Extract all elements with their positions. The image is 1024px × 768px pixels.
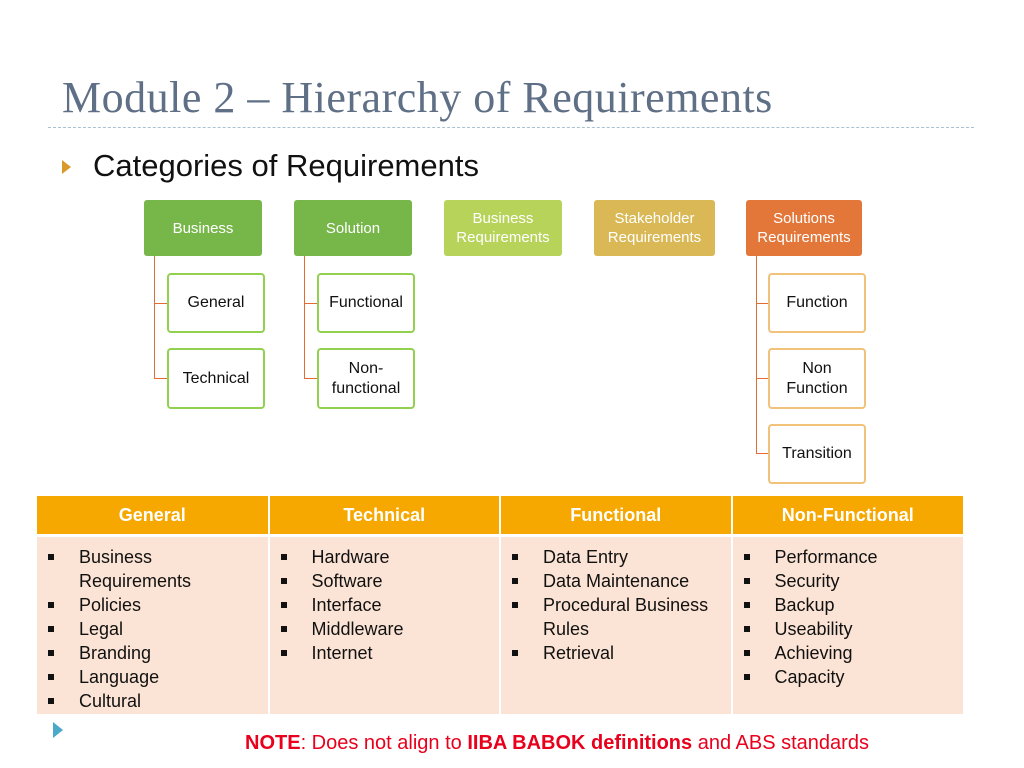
table-header-row: General Technical Functional Non-Functio…: [37, 496, 963, 537]
connector: [304, 378, 317, 379]
connector: [756, 256, 757, 454]
connector: [304, 303, 317, 304]
list-item: Hardware: [270, 545, 500, 569]
requirements-table: General Technical Functional Non-Functio…: [37, 496, 963, 714]
slide-title: Module 2 – Hierarchy of Requirements: [62, 73, 773, 122]
connector: [154, 256, 155, 379]
child-functional: Functional: [317, 273, 415, 333]
list-item: Business Requirements: [37, 545, 268, 593]
connector: [154, 303, 167, 304]
head-solutions-requirements: Solutions Requirements: [746, 200, 862, 256]
list-item: Internet: [270, 641, 500, 665]
bullet-arrow-icon: [62, 160, 71, 174]
list-item: Retrieval: [501, 641, 731, 665]
list-item: Data Maintenance: [501, 569, 731, 593]
column-functional: Data Entry Data Maintenance Procedural B…: [500, 535, 733, 714]
list-item: Middleware: [270, 617, 500, 641]
connector: [756, 378, 768, 379]
list-item: Language: [37, 665, 268, 689]
list-item: Cultural: [37, 689, 268, 713]
column-technical: Hardware Software Interface Middleware I…: [268, 535, 501, 714]
list-item: Legal: [37, 617, 268, 641]
bullet-text: Categories of Requirements: [93, 148, 479, 183]
head-business-requirements: Business Requirements: [444, 200, 562, 256]
table-row: Business Requirements Policies Legal Bra…: [37, 535, 964, 714]
header-technical: Technical: [268, 496, 501, 537]
header-functional: Functional: [500, 496, 733, 537]
note-label: NOTE: [245, 732, 301, 754]
general-list: Business Requirements Policies Legal Bra…: [37, 545, 268, 713]
list-item: Procedural Business Rules: [501, 593, 731, 641]
list-item: Achieving: [733, 641, 964, 665]
connector: [756, 303, 768, 304]
list-item: Software: [270, 569, 500, 593]
connector: [304, 256, 305, 379]
functional-list: Data Entry Data Maintenance Procedural B…: [501, 545, 731, 665]
note-text: : Does not align to: [300, 732, 468, 754]
child-function: Function: [768, 273, 866, 333]
list-item: Capacity: [733, 665, 964, 689]
child-transition: Transition: [768, 424, 866, 484]
connector: [756, 453, 768, 454]
child-general: General: [167, 273, 265, 333]
header-non-functional: Non-Functional: [731, 496, 963, 537]
technical-list: Hardware Software Interface Middleware I…: [270, 545, 500, 665]
column-general: Business Requirements Policies Legal Bra…: [37, 535, 270, 714]
list-item: Security: [733, 569, 964, 593]
head-business: Business: [144, 200, 262, 256]
child-non-function: Non Function: [768, 348, 866, 409]
list-item: Useability: [733, 617, 964, 641]
non-functional-list: Performance Security Backup Useability A…: [733, 545, 964, 689]
note-emphasis: IIBA BABOK definitions: [467, 732, 693, 754]
list-item: Data Entry: [501, 545, 731, 569]
connector: [154, 378, 167, 379]
header-general: General: [37, 496, 270, 537]
head-stakeholder-requirements: Stakeholder Requirements: [594, 200, 715, 256]
child-non-functional: Non- functional: [317, 348, 415, 409]
child-technical: Technical: [167, 348, 265, 409]
list-item: Policies: [37, 593, 268, 617]
list-item: Branding: [37, 641, 268, 665]
list-item: Backup: [733, 593, 964, 617]
note-text-end: and ABS standards: [692, 732, 869, 754]
bullet-arrow-icon: [53, 722, 63, 738]
head-solution: Solution: [294, 200, 412, 256]
list-item: Interface: [270, 593, 500, 617]
note: NOTE: Does not align to IIBA BABOK defin…: [245, 732, 1024, 755]
list-item: Performance: [733, 545, 964, 569]
title-divider: [48, 127, 974, 128]
column-non-functional: Performance Security Backup Useability A…: [731, 535, 964, 714]
